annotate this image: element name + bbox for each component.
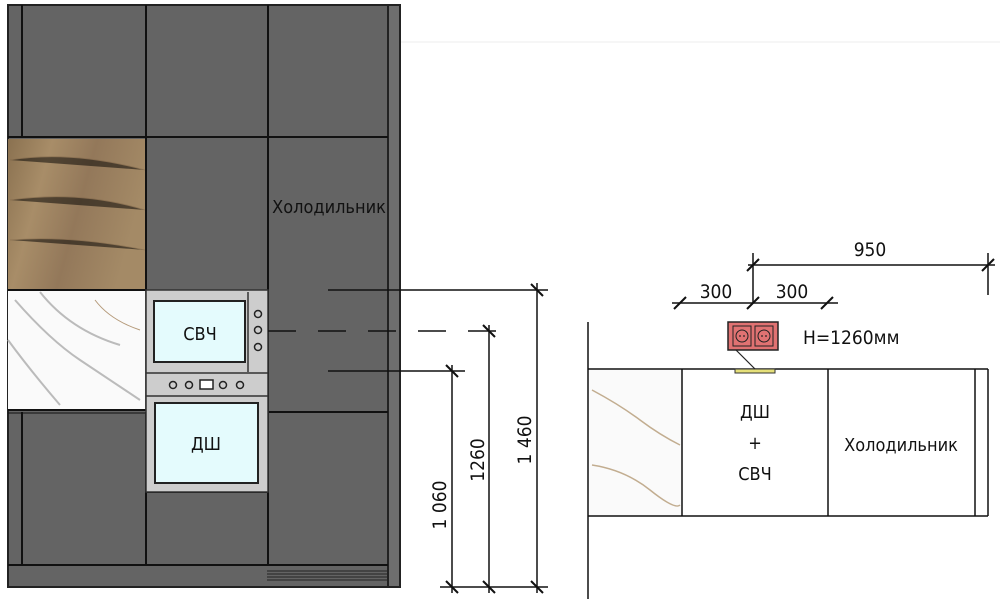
vent-grille [267, 570, 389, 581]
plan-column-label-top: ДШ [740, 402, 770, 423]
plan-dimensions [672, 253, 995, 310]
dimension-300-left: 300 [700, 281, 733, 303]
dimension-1260: 1260 [467, 438, 489, 482]
height-dimensions [268, 283, 548, 594]
microwave-knobs [253, 309, 263, 352]
fridge-label: Холодильник [272, 197, 386, 218]
oven-controls [168, 379, 245, 390]
socket-height-label: H=1260мм [803, 327, 899, 349]
oven-label: ДШ [191, 434, 221, 455]
dimension-1060: 1 060 [429, 481, 451, 530]
plan-view: ДШ + СВЧ Холодильник H=1260мм 950 300 30… [587, 239, 995, 599]
side-panel [387, 4, 401, 588]
plan-column-label-bottom: СВЧ [738, 464, 772, 485]
power-socket-icon [727, 321, 779, 370]
dimension-1460: 1 460 [514, 416, 536, 465]
dimension-300-right: 300 [776, 281, 809, 303]
plan-marble [589, 370, 682, 516]
plan-fridge-label: Холодильник [844, 435, 958, 456]
plan-column-label-plus: + [748, 433, 762, 454]
dimension-950: 950 [854, 239, 887, 261]
microwave-label: СВЧ [183, 324, 217, 345]
socket-plate [734, 368, 776, 374]
marble-backsplash [8, 291, 145, 409]
microwave-screen [153, 300, 246, 363]
oven-screen [154, 402, 259, 484]
elevation-view: СВЧ ДШ Холодильник [7, 4, 401, 588]
